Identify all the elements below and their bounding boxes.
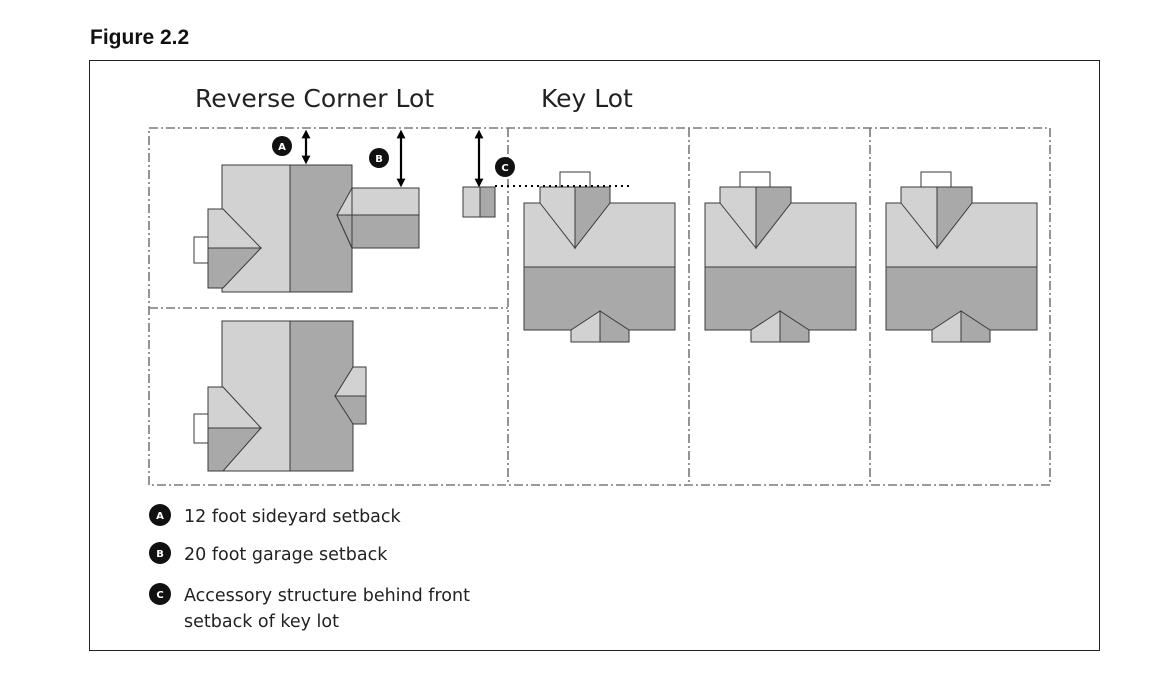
svg-text:C: C (156, 590, 163, 601)
title-key-lot: Key Lot (541, 84, 633, 113)
figure-frame (89, 60, 1100, 651)
legend-item-a: A 12 foot sideyard setback (149, 504, 402, 527)
house-corner-lower (193, 320, 367, 472)
svg-text:B: B (375, 154, 383, 165)
accessory-structure (462, 186, 496, 218)
house-key-1 (523, 171, 676, 343)
svg-text:A: A (156, 511, 164, 522)
legend-text-c-line2: setback of key lot (184, 612, 339, 632)
house-corner-upper (193, 164, 420, 293)
legend-text-b: 20 foot garage setback (184, 545, 388, 565)
badge-b-diagram: B (369, 148, 389, 168)
svg-text:A: A (278, 142, 286, 153)
house-key-3 (885, 171, 1038, 343)
badge-a-diagram: A (272, 136, 292, 156)
legend-text-c-line1: Accessory structure behind front (184, 586, 470, 606)
house-key-2 (704, 171, 857, 343)
title-reverse-corner-lot: Reverse Corner Lot (195, 84, 434, 113)
legend: A 12 foot sideyard setback B 20 foot gar… (149, 504, 470, 632)
legend-text-a: 12 foot sideyard setback (184, 507, 402, 527)
legend-item-b: B 20 foot garage setback (149, 542, 388, 565)
lot-boundary (148, 127, 1051, 486)
badge-c-diagram: C (495, 157, 515, 177)
figure-label: Figure 2.2 (90, 26, 190, 49)
svg-text:C: C (501, 163, 508, 174)
svg-text:B: B (156, 549, 164, 560)
lot-lines (148, 127, 1051, 486)
legend-item-c: C Accessory structure behind front setba… (149, 583, 470, 632)
